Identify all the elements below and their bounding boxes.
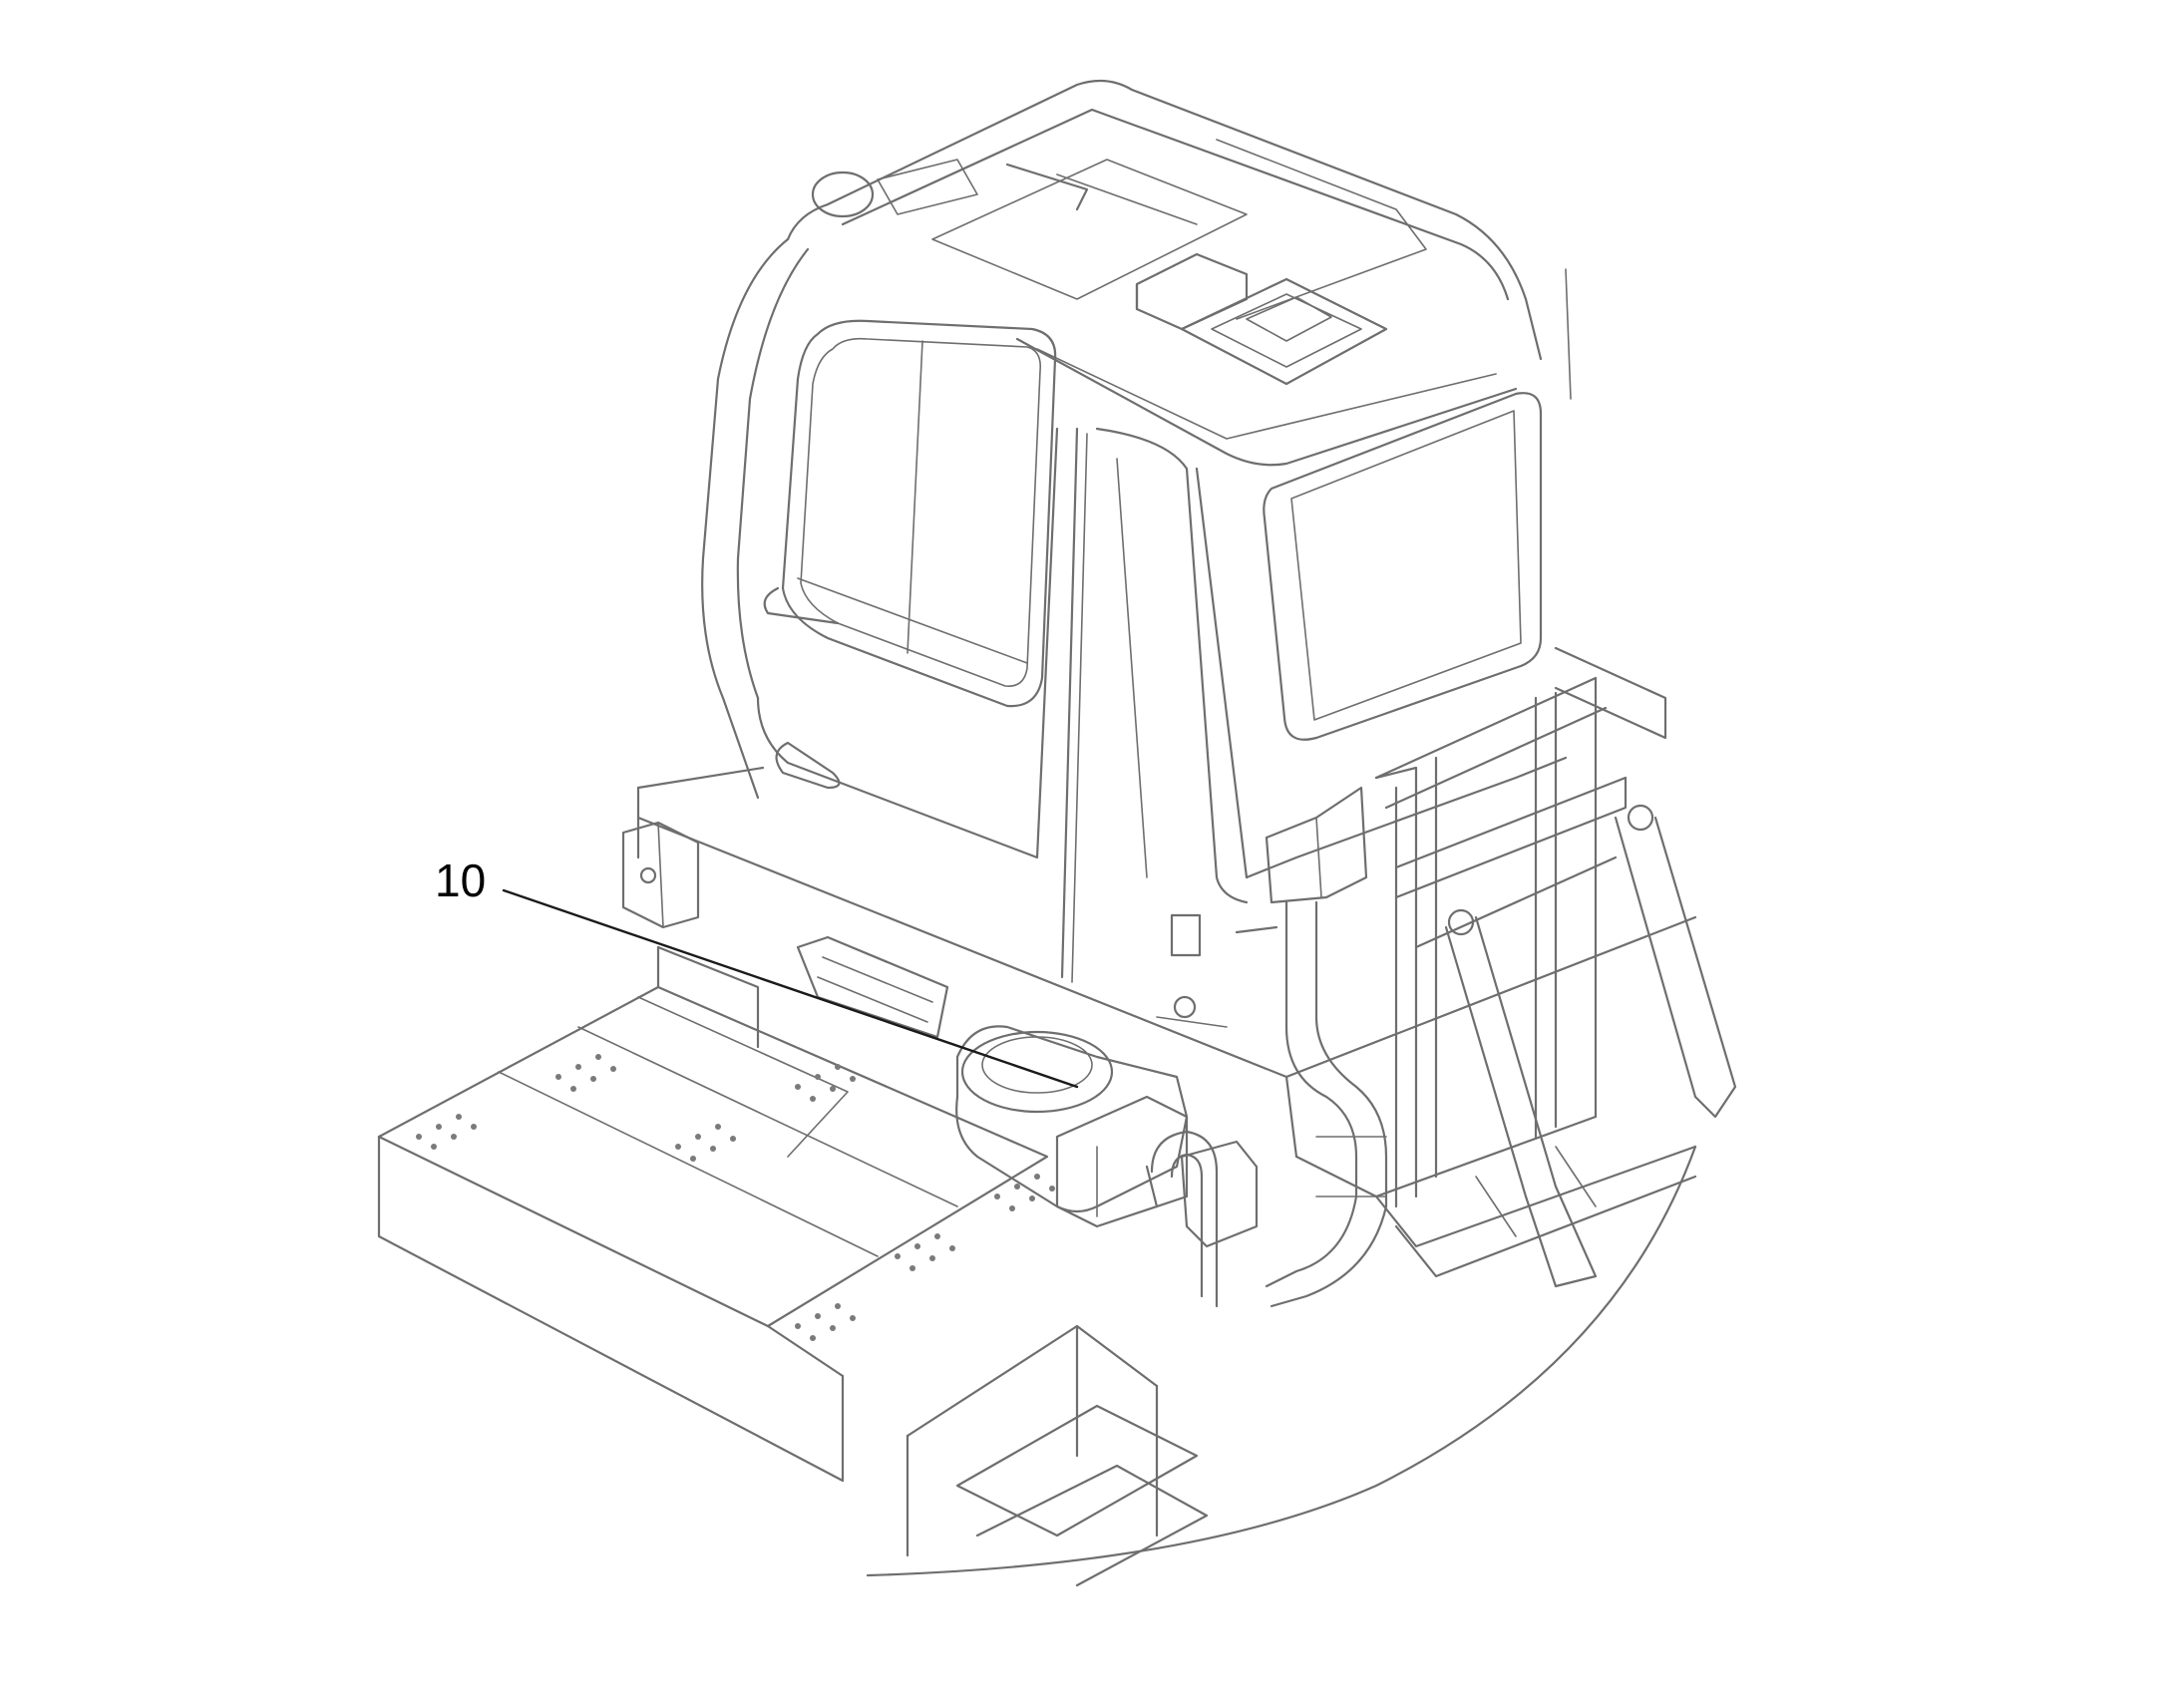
air-cleaner-unit [955,1025,1259,1308]
callout-leader-line [502,888,1079,1089]
callout-label-10: 10 [435,854,487,906]
detail-crop-arc [866,1145,1697,1577]
side-frame-structure [1374,646,1737,1288]
duct-hose [1265,786,1388,1308]
operator-cab [701,79,1572,1028]
access-steps [906,1324,1209,1587]
walkway-platform [377,945,1055,1483]
perforated-plate [416,1054,1055,1341]
